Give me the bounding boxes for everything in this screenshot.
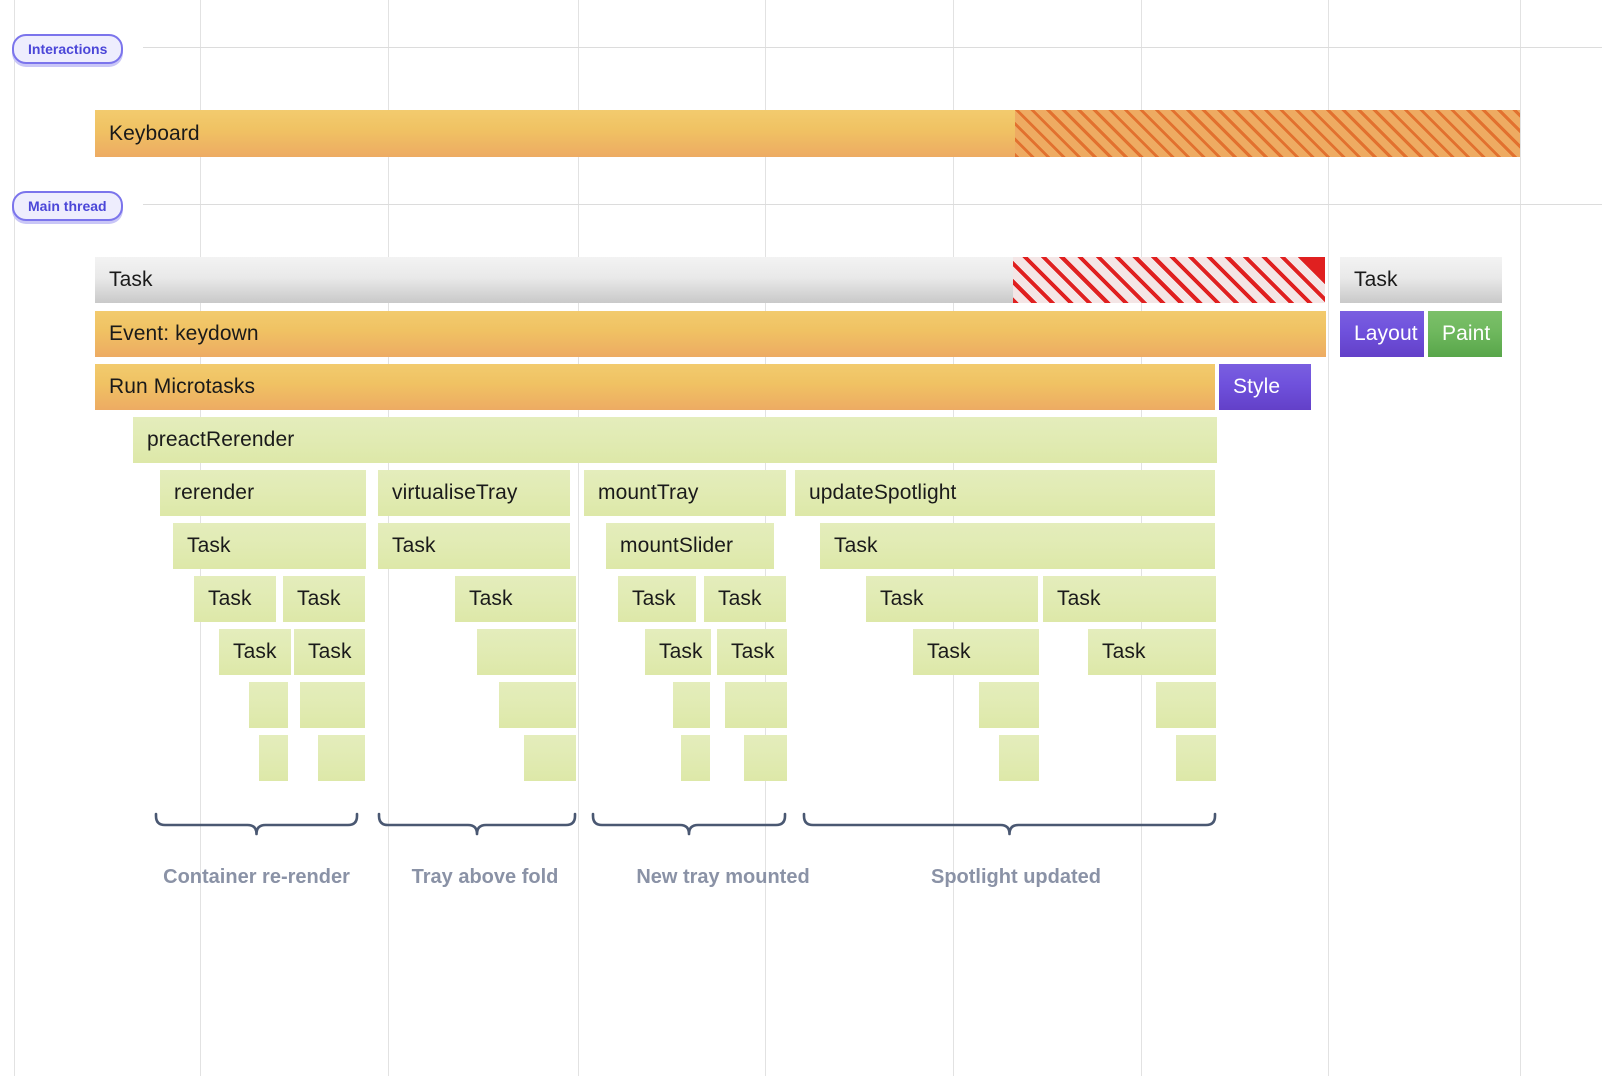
track-rule-main-thread [143, 204, 1602, 205]
flame-bar-task-l9-d[interactable] [681, 735, 710, 781]
flame-bar-label: Task [880, 587, 924, 610]
flame-bar-run-microtasks[interactable]: Run Microtasks [95, 364, 1215, 410]
annotation-caption-spotlight-updated: Spotlight updated [931, 866, 1101, 888]
flame-bar-style[interactable]: Style [1219, 364, 1311, 410]
flame-bar-label: Task [1354, 268, 1398, 291]
flame-bar-task-l8-d[interactable] [673, 682, 710, 728]
flame-bar-label: Style [1233, 375, 1281, 398]
flame-bar-task-l6-c[interactable]: Task [455, 576, 576, 622]
flame-bar-task-l6-a[interactable]: Task [194, 576, 276, 622]
flame-bar-task-l6-e[interactable]: Task [704, 576, 786, 622]
flame-bar-label: Task [927, 640, 971, 663]
gridline-3 [578, 0, 579, 1076]
flame-bar-event-keydown[interactable]: Event: keydown [95, 311, 1326, 357]
flame-bar-label: Task [308, 640, 352, 663]
flame-bar-preact-rerender[interactable]: preactRerender [133, 417, 1217, 463]
flame-bar-task-l8-a[interactable] [249, 682, 288, 728]
flame-bar-rerender[interactable]: rerender [160, 470, 366, 516]
flame-bar-task-l9-b[interactable] [318, 735, 365, 781]
track-pill-main-thread[interactable]: Main thread [12, 191, 123, 221]
annotation-caption-new-tray-mounted: New tray mounted [636, 866, 810, 888]
flame-bar-label: preactRerender [147, 428, 295, 451]
flame-bar-task-l8-b[interactable] [300, 682, 365, 728]
flame-bar-label: Task [1057, 587, 1101, 610]
bracket-spotlight-updated [802, 812, 1217, 836]
flame-bar-virtualise-tray[interactable]: virtualiseTray [378, 470, 570, 516]
flame-bar-task-virtualise[interactable]: Task [378, 523, 570, 569]
flame-bar-task-l7-c[interactable] [477, 629, 576, 675]
flame-bar-task-l7-f[interactable]: Task [913, 629, 1039, 675]
flame-bar-label: Task [659, 640, 703, 663]
annotation-caption-tray-above-fold: Tray above fold [411, 866, 559, 888]
flame-bar-label: Task [392, 534, 436, 557]
flame-bar-task-l7-e[interactable]: Task [717, 629, 787, 675]
flame-bar-label: virtualiseTray [392, 481, 518, 504]
flame-bar-task-l6-d[interactable]: Task [618, 576, 696, 622]
flame-bar-task-l9-c[interactable] [524, 735, 576, 781]
flame-bar-label: Task [632, 587, 676, 610]
bracket-tray-above-fold [377, 812, 577, 836]
flame-bar-keyboard[interactable]: Keyboard [95, 110, 1520, 157]
flame-bar-label: Task [208, 587, 252, 610]
gridline-0 [14, 0, 15, 1076]
flame-bar-layout[interactable]: Layout [1340, 311, 1424, 357]
flame-bar-label: mountSlider [620, 534, 734, 557]
long-task-warning-triangle-icon[interactable] [1299, 257, 1325, 283]
flame-bar-task-l7-b[interactable]: Task [294, 629, 365, 675]
flame-bar-label: updateSpotlight [809, 481, 957, 504]
flame-bar-label: Task [109, 268, 153, 291]
flame-bar-label: Task [187, 534, 231, 557]
flame-bar-label: Task [731, 640, 775, 663]
flame-bar-label: Task [469, 587, 513, 610]
flame-bar-label: Task [233, 640, 277, 663]
flame-bar-task-rerender[interactable]: Task [173, 523, 366, 569]
flame-bar-label: Event: keydown [109, 322, 259, 345]
flame-bar-label: Keyboard [109, 121, 200, 145]
flame-bar-task-l7-g[interactable]: Task [1088, 629, 1216, 675]
flame-bar-paint[interactable]: Paint [1428, 311, 1502, 357]
flame-bar-mount-tray[interactable]: mountTray [584, 470, 786, 516]
track-rule-interactions [143, 47, 1602, 48]
flame-bar-task-l8-c[interactable] [499, 682, 576, 728]
flame-bar-task-l8-e[interactable] [725, 682, 787, 728]
flame-bar-task-l9-f[interactable] [999, 735, 1039, 781]
flame-bar-label: Run Microtasks [109, 375, 256, 398]
flame-bar-task-spotlight[interactable]: Task [820, 523, 1215, 569]
flame-bar-label: Task [834, 534, 878, 557]
flame-bar-task-l7-d[interactable]: Task [645, 629, 711, 675]
flame-bar-task-l9-e[interactable] [744, 735, 787, 781]
flame-bar-task-l8-g[interactable] [1156, 682, 1216, 728]
flame-bar-update-spotlight[interactable]: updateSpotlight [795, 470, 1215, 516]
flame-bar-label: rerender [174, 481, 255, 504]
flame-bar-label: mountTray [598, 481, 699, 504]
flame-bar-task-l8-f[interactable] [979, 682, 1039, 728]
bracket-new-tray-mounted [591, 812, 787, 836]
flame-bar-mount-slider[interactable]: mountSlider [606, 523, 774, 569]
gridline-8 [1520, 0, 1521, 1076]
bracket-container-re-render [154, 812, 359, 836]
flame-bar-label: Layout [1354, 322, 1418, 345]
flame-bar-label: Task [718, 587, 762, 610]
flame-bar-label: Task [297, 587, 341, 610]
hatch-overlay-crit [1013, 257, 1325, 303]
flame-bar-task-l9-a[interactable] [259, 735, 288, 781]
flame-bar-task-l6-f[interactable]: Task [866, 576, 1038, 622]
flame-bar-task-root[interactable]: Task [95, 257, 1325, 303]
flame-bar-task-l7-a[interactable]: Task [219, 629, 291, 675]
gridline-7 [1328, 0, 1329, 1076]
hatch-overlay-warn [1015, 110, 1520, 157]
flame-bar-task-l6-g[interactable]: Task [1043, 576, 1216, 622]
flame-bar-task-l9-g[interactable] [1176, 735, 1216, 781]
track-pill-interactions[interactable]: Interactions [12, 34, 124, 64]
flame-bar-task-l6-b[interactable]: Task [283, 576, 365, 622]
flame-bar-label: Task [1102, 640, 1146, 663]
flame-bar-label: Paint [1442, 322, 1491, 345]
annotation-caption-container-re-render: Container re-render [163, 866, 350, 888]
flame-bar-task-right[interactable]: Task [1340, 257, 1502, 303]
